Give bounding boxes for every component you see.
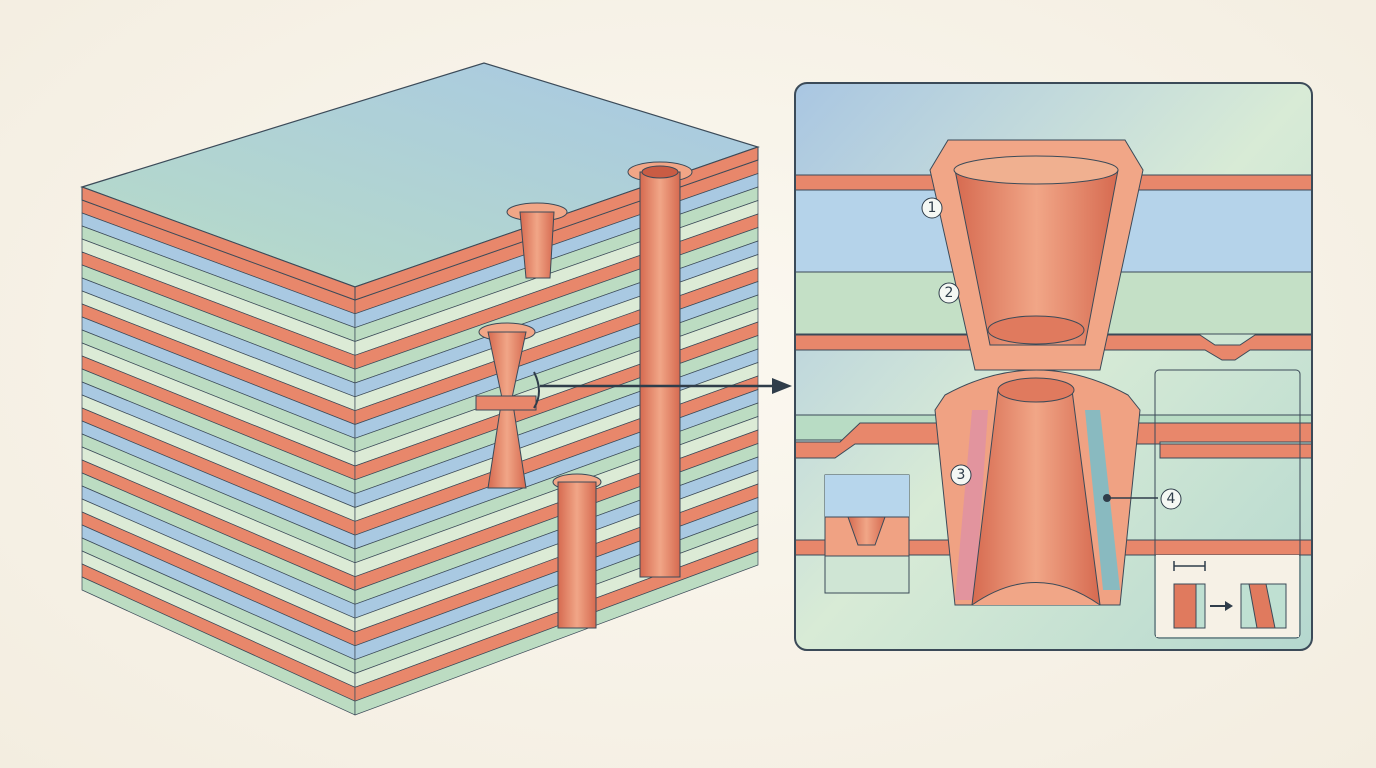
blind-via [506,202,568,279]
svg-text:1: 1 [928,200,937,216]
lower-via [552,473,602,629]
callout-2: 2 [938,282,960,304]
buried-via [475,322,540,489]
callout-1: 1 [921,197,943,219]
svg-text:3: 3 [957,467,966,483]
zoom-arrow [540,378,792,394]
through-via [627,161,693,578]
svg-text:2: 2 [945,285,954,301]
board-front-face [81,199,356,716]
detail-inset [795,83,1312,650]
inset-frame [794,82,1313,651]
board-layer [354,550,759,716]
svg-text:4: 4 [1167,491,1176,507]
callout-3: 3 [950,464,972,486]
callout-4: 4 [1160,488,1182,510]
